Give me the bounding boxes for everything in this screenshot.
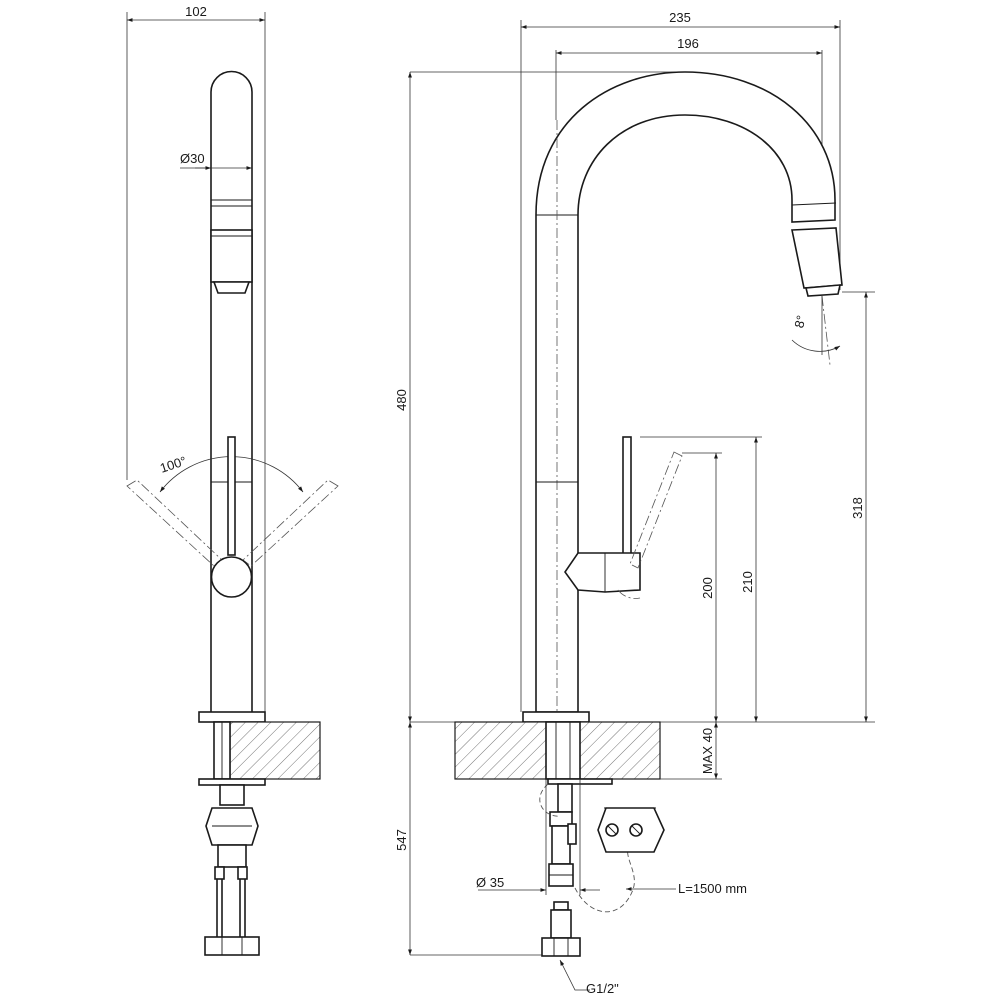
side-lever-hub <box>564 552 641 593</box>
front-connector-nut <box>204 936 260 956</box>
front-hose-nut-left <box>214 866 225 880</box>
side-mount-shank <box>545 721 581 780</box>
front-fitting-upper <box>219 784 245 806</box>
dim-label-235: 235 <box>669 10 691 25</box>
dim-label-200: 200 <box>700 577 715 599</box>
side-weight-screw-left-slot <box>607 825 617 835</box>
side-fitting-stem <box>557 783 573 813</box>
leader-connection-thread <box>559 959 590 991</box>
dim-label-lever-angle: 100° <box>158 453 188 476</box>
dim-label-diameter-35: Ø 35 <box>476 875 504 890</box>
dim-arc-spray-angle <box>791 339 841 352</box>
front-lever-ghost-right <box>242 479 339 567</box>
front-aerator <box>212 281 251 294</box>
dim-label-196: 196 <box>677 36 699 51</box>
side-fitting-side <box>567 823 577 845</box>
front-lever-hub <box>210 556 253 598</box>
side-lever-handle <box>622 436 632 558</box>
side-spray-head <box>791 227 843 289</box>
side-view: 235 196 480 8° 318 <box>394 10 875 996</box>
side-connector-shaft <box>550 909 572 939</box>
front-fitting-body <box>205 807 259 846</box>
side-spray-band <box>791 202 837 206</box>
dim-label-210: 210 <box>740 571 755 593</box>
front-base-ring <box>198 711 266 723</box>
label-hose-length: L=1500 mm <box>678 881 747 896</box>
dim-label-547: 547 <box>394 829 409 851</box>
side-weight-screw-right-slot <box>631 825 641 835</box>
front-hose-nut-right <box>237 866 248 880</box>
side-spray-axis <box>821 295 831 366</box>
dim-label-102: 102 <box>185 4 207 19</box>
dim-label-318: 318 <box>850 497 865 519</box>
front-spray-head <box>210 229 253 283</box>
dim-label-max-40: MAX 40 <box>700 728 715 774</box>
side-connector-nut <box>541 937 581 957</box>
front-lever-handle <box>227 436 236 556</box>
front-view: 102 Ø30 100° <box>126 4 339 956</box>
front-lever-ghost-left <box>126 479 223 567</box>
dim-label-480: 480 <box>394 389 409 411</box>
side-aerator <box>804 284 842 297</box>
side-lever-ghost-arc <box>617 589 641 599</box>
front-counter-section <box>229 721 321 780</box>
side-lever-ghost <box>629 451 683 569</box>
front-washer <box>198 778 266 786</box>
side-connector-top <box>553 901 569 911</box>
side-base-ring <box>522 711 590 723</box>
front-spout-body <box>210 70 253 712</box>
side-gooseneck-spout <box>535 71 836 713</box>
side-hose-loop-top <box>539 783 561 817</box>
dim-label-diameter-30: Ø30 <box>180 151 205 166</box>
dim-label-spray-angle: 8° <box>791 314 809 330</box>
front-fitting-lower <box>217 844 247 868</box>
side-hose-loop <box>574 847 635 913</box>
label-connection-thread: G1/2" <box>586 981 619 996</box>
